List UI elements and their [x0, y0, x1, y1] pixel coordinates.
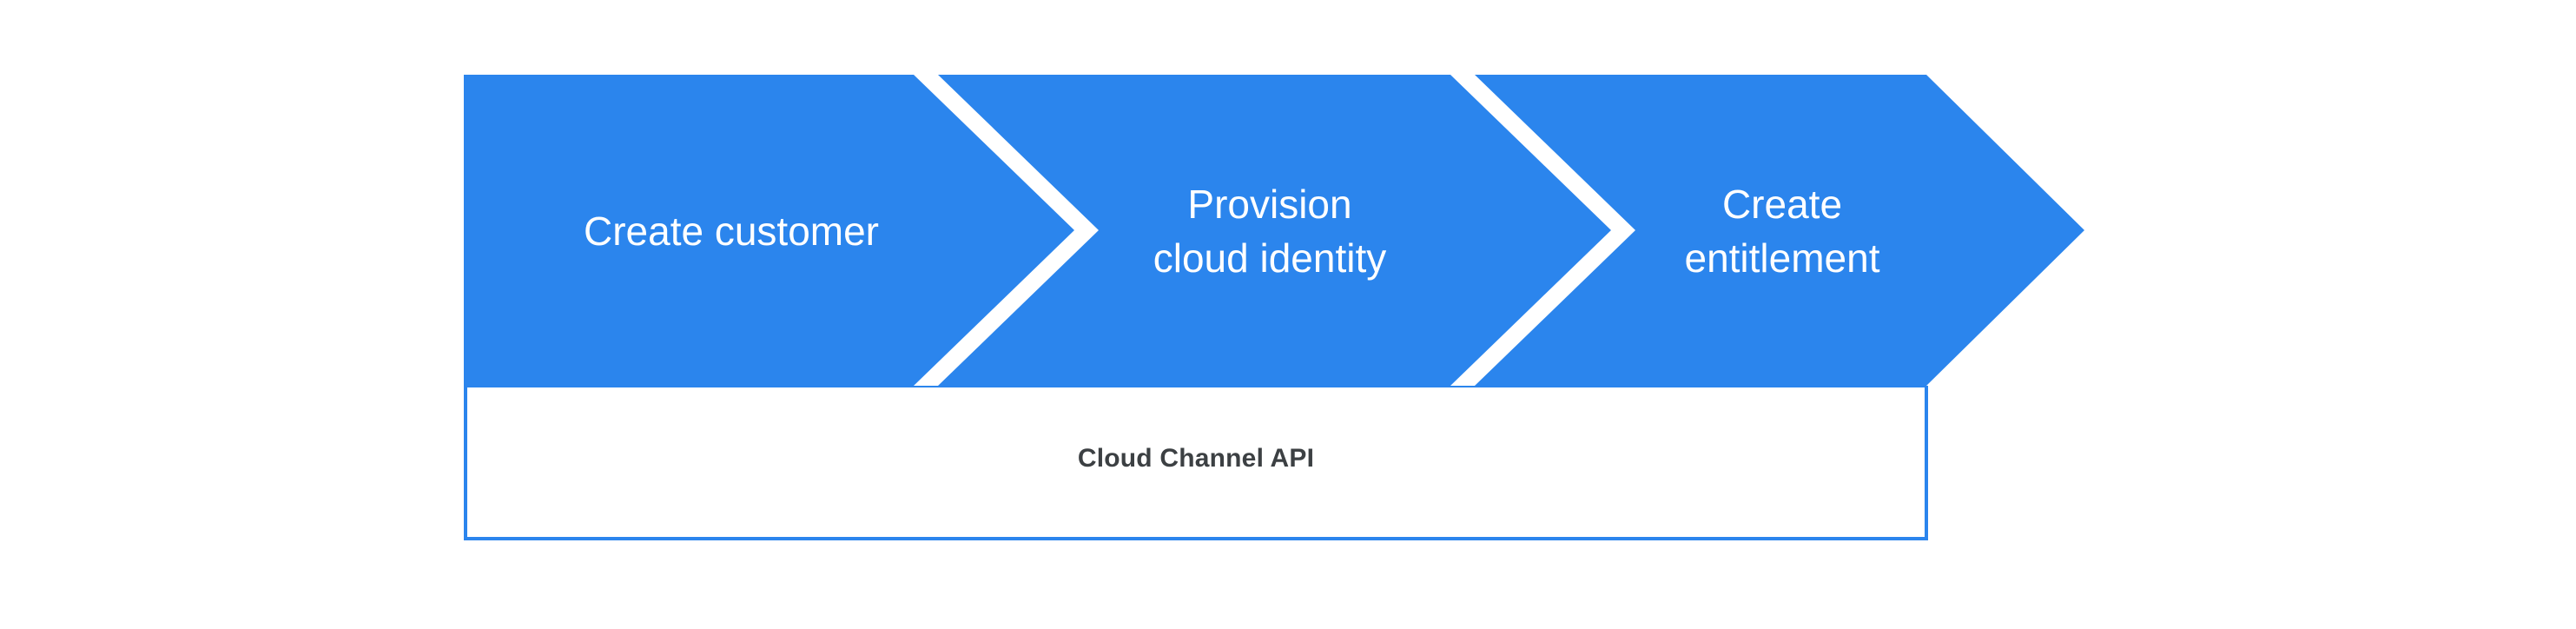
api-bar[interactable]: Cloud Channel API	[464, 387, 1928, 540]
api-bar-label: Cloud Channel API	[1077, 444, 1315, 473]
chevron-shape-step-3[interactable]	[1475, 75, 2084, 386]
chevron-shape-step-2[interactable]	[938, 75, 1611, 386]
chevron-shape-step-1[interactable]	[464, 75, 1074, 386]
